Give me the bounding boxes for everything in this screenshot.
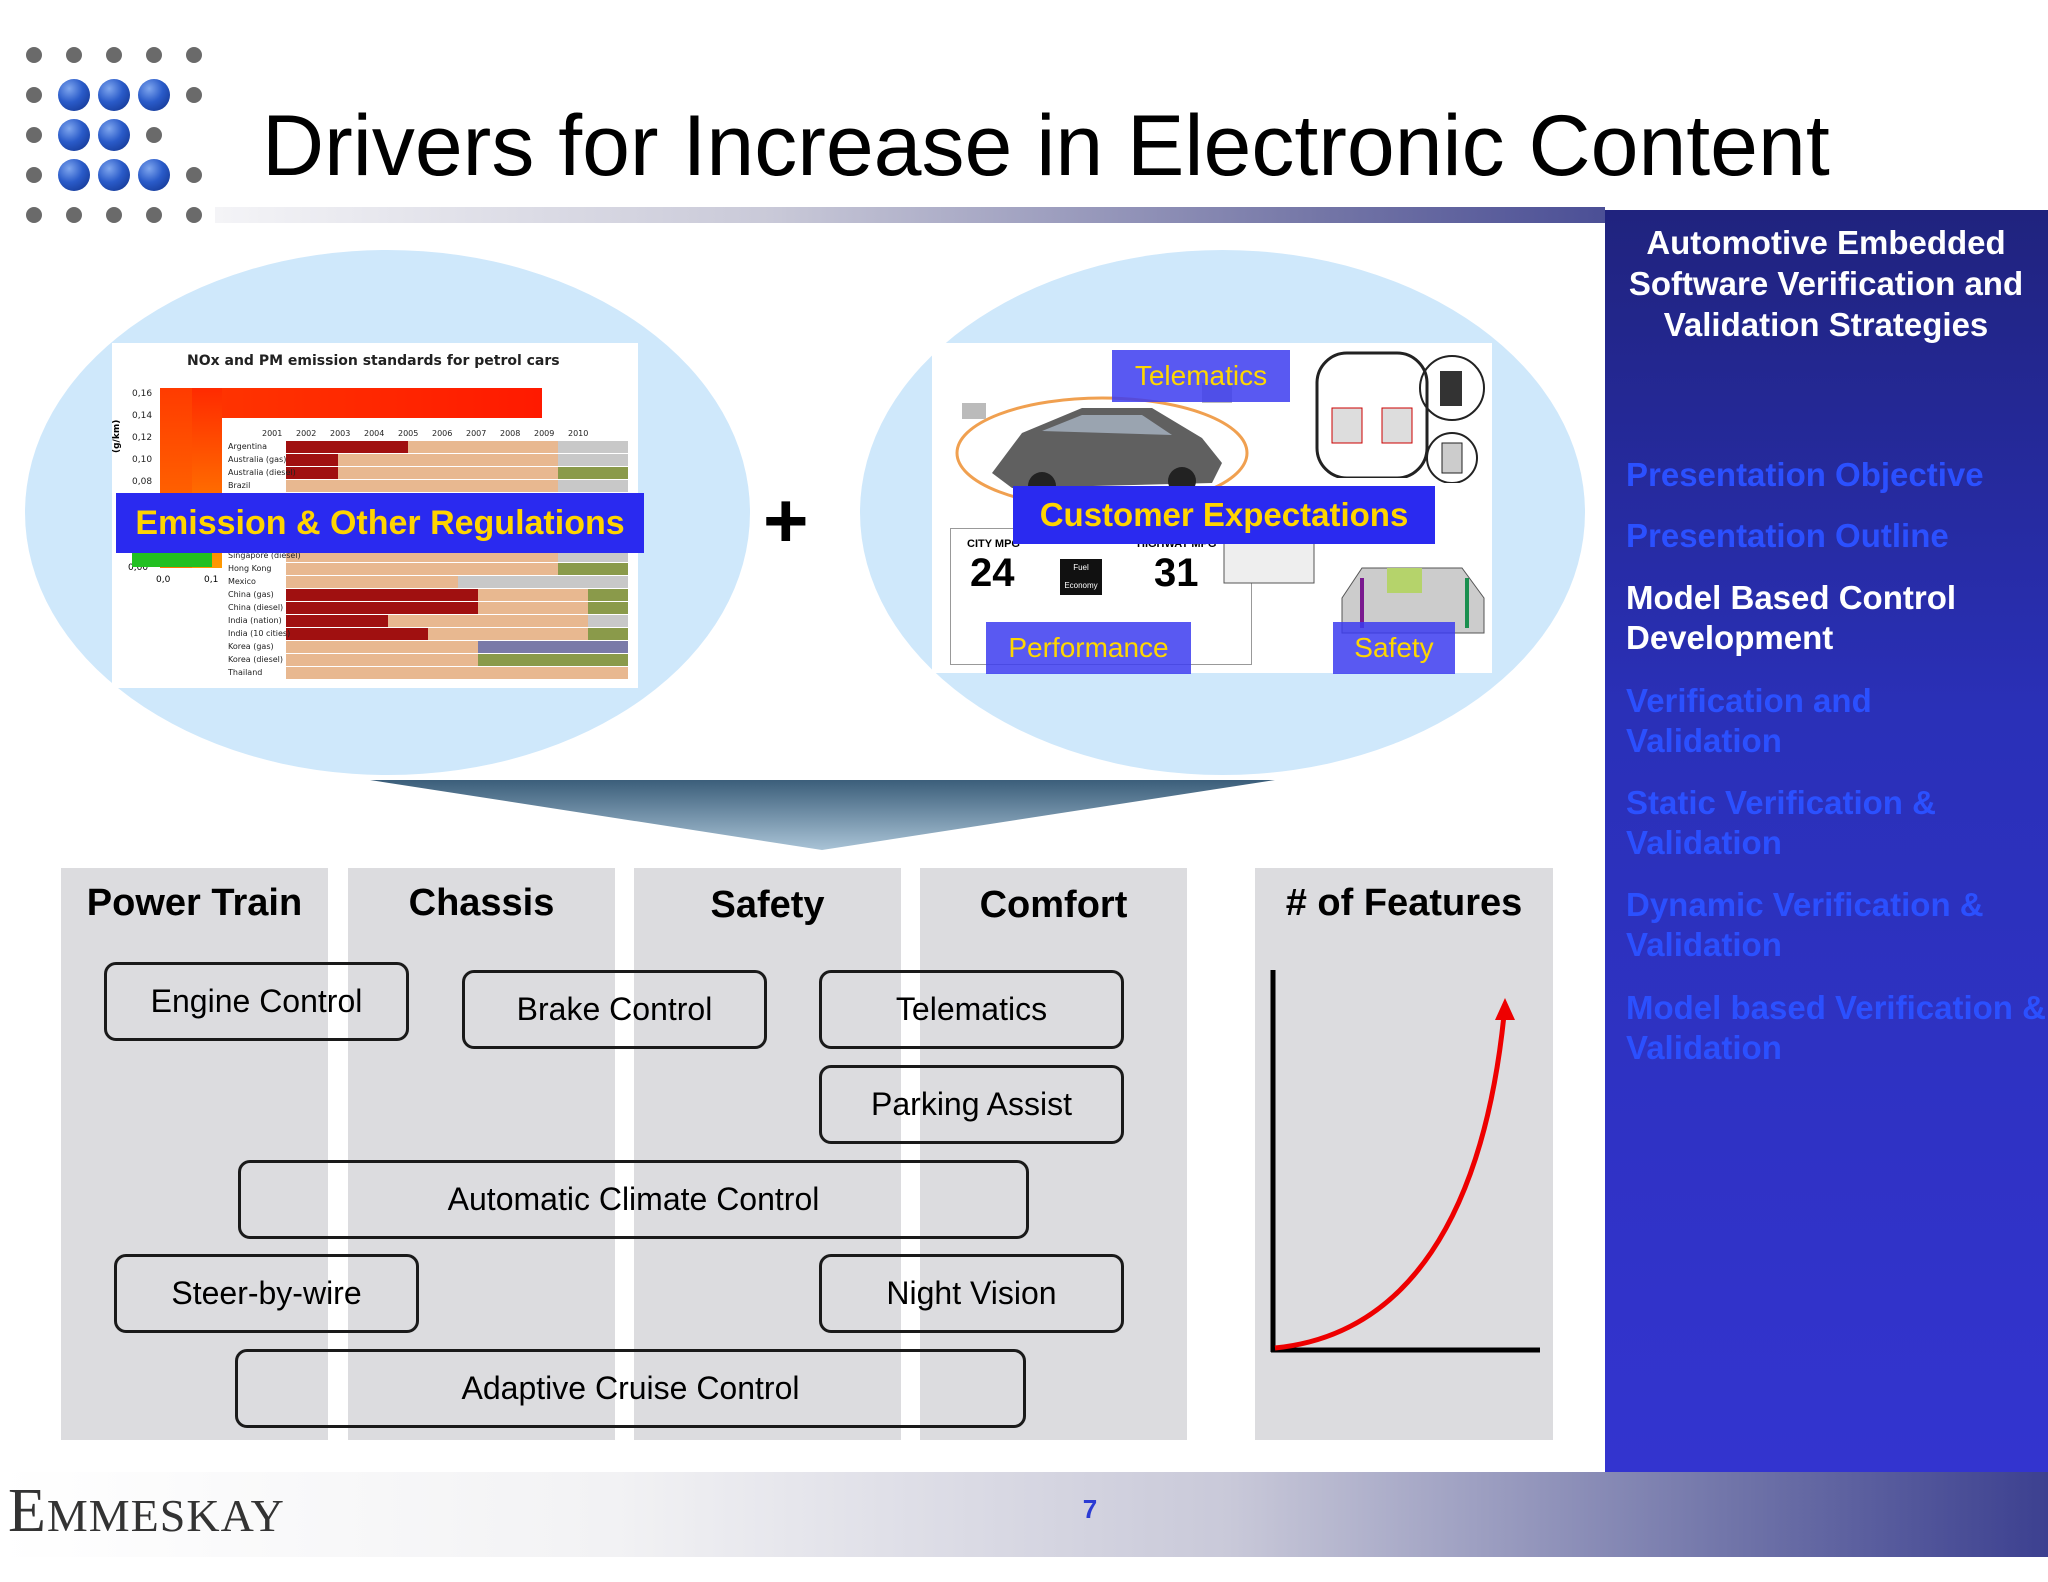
brand-wordmark: EMMESKAY [8, 1477, 285, 1545]
table-row: India (10 cities) [228, 628, 628, 640]
y-tick: 0,16 [132, 389, 153, 399]
table-row: China (gas) [228, 589, 628, 601]
customer-expectations-label: Customer Expectations [1013, 486, 1435, 544]
year: 2008 [500, 429, 521, 438]
sidebar [1605, 210, 2048, 1472]
table-row: Argentina [228, 441, 628, 453]
features-growth-curve [1270, 970, 1540, 1353]
safety-illustration [1223, 542, 1485, 634]
year: 2010 [568, 429, 589, 438]
year: 2001 [262, 429, 283, 438]
page-number: 7 [1082, 1494, 1098, 1524]
feature-steer-by-wire: Steer-by-wire [114, 1254, 419, 1333]
category-comfort: Comfort [979, 884, 1128, 926]
table-row: Korea (diesel) [228, 654, 628, 666]
table-row: Mexico [228, 576, 628, 588]
year: 2002 [296, 429, 317, 438]
year: 2005 [398, 429, 419, 438]
y-tick: 0,10 [132, 455, 153, 465]
feature-engine-control: Engine Control [104, 962, 409, 1041]
feature-night-vision: Night Vision [819, 1254, 1124, 1333]
funnel-arrow [370, 780, 1275, 850]
nav-item-verification-validation[interactable]: Verification and Validation [1626, 682, 1872, 759]
category-column-comfort [920, 868, 1187, 1440]
feature-parking-assist: Parking Assist [819, 1065, 1124, 1144]
y-unit: (g/km) [112, 419, 122, 453]
category-column-safety [634, 868, 901, 1440]
table-row: China (diesel) [228, 602, 628, 614]
nav-item-model-based-vv[interactable]: Model based Verification & Validation [1626, 989, 2046, 1066]
nav-item-dynamic-vv[interactable]: Dynamic Verification & Validation [1626, 886, 1984, 963]
years-header: 2001 2002 2003 2004 2005 2006 2007 2008 … [262, 428, 632, 440]
table-row: Brazil [228, 480, 628, 492]
table-row: Singapore (diesel) [228, 550, 628, 562]
category-safety: Safety [710, 884, 825, 926]
highway-mpg-value: 31 [1154, 551, 1199, 595]
feature-adaptive-cruise: Adaptive Cruise Control [235, 1349, 1026, 1428]
features-panel-title: # of Features [1285, 882, 1523, 924]
y-tick: 0,12 [132, 433, 153, 443]
table-row: Thailand [228, 667, 628, 679]
fuel-economy-box: Fuel Economy Information [1060, 559, 1102, 608]
year: 2009 [534, 429, 555, 438]
emission-chart-title: NOx and PM emission standards for petrol… [187, 353, 560, 369]
telematics-label: Telematics [1112, 350, 1290, 402]
table-row: Australia (diesel) [228, 467, 628, 479]
sidebar-heading: Automotive Embedded Software Verificatio… [1628, 224, 2024, 343]
feature-telematics: Telematics [819, 970, 1124, 1049]
company-logo [22, 44, 202, 234]
feature-brake-control: Brake Control [462, 970, 767, 1049]
year: 2007 [466, 429, 487, 438]
table-row: India (nation) [228, 615, 628, 627]
table-row: Australia (gas) [228, 454, 628, 466]
y-tick: 0,14 [132, 411, 153, 421]
emission-bar [222, 388, 542, 418]
category-power-train: Power Train [86, 882, 303, 924]
table-row: Hong Kong [228, 563, 628, 575]
year: 2004 [364, 429, 385, 438]
feature-climate-control: Automatic Climate Control [238, 1160, 1029, 1239]
category-chassis: Chassis [408, 882, 555, 924]
y-tick: 0,00 [128, 563, 149, 573]
y-tick: 0,08 [132, 477, 153, 487]
city-mpg-label: CITY MPG [967, 538, 1020, 550]
emission-regulations-label: Emission & Other Regulations [116, 493, 644, 553]
emission-bar [132, 553, 212, 567]
footer-bar [0, 1472, 2048, 1557]
city-mpg-value: 24 [970, 551, 1015, 595]
safety-label: Safety [1333, 622, 1455, 674]
nav-item-model-based-control[interactable]: Model Based Control Development [1626, 579, 1957, 656]
table-row: Korea (gas) [228, 641, 628, 653]
title-underline [215, 207, 1605, 223]
information-text: Information [1060, 599, 1102, 608]
x-tick: 0,1 [204, 575, 219, 585]
nav-item-static-vv[interactable]: Static Verification & Validation [1626, 784, 1936, 861]
device-icons [1419, 355, 1485, 483]
performance-label: Performance [986, 622, 1191, 674]
slide-title: Drivers for Increase in Electronic Conte… [262, 98, 1830, 194]
year: 2006 [432, 429, 453, 438]
nav-item-presentation-outline[interactable]: Presentation Outline [1626, 517, 1949, 554]
year: 2003 [330, 429, 351, 438]
x-tick: 0,0 [156, 575, 171, 585]
nav-item-presentation-objective[interactable]: Presentation Objective [1626, 456, 1984, 493]
car-interior-illustration [1315, 351, 1429, 478]
fuel-economy-text: Fuel Economy [1064, 563, 1098, 590]
plus-sign: + [763, 476, 809, 564]
